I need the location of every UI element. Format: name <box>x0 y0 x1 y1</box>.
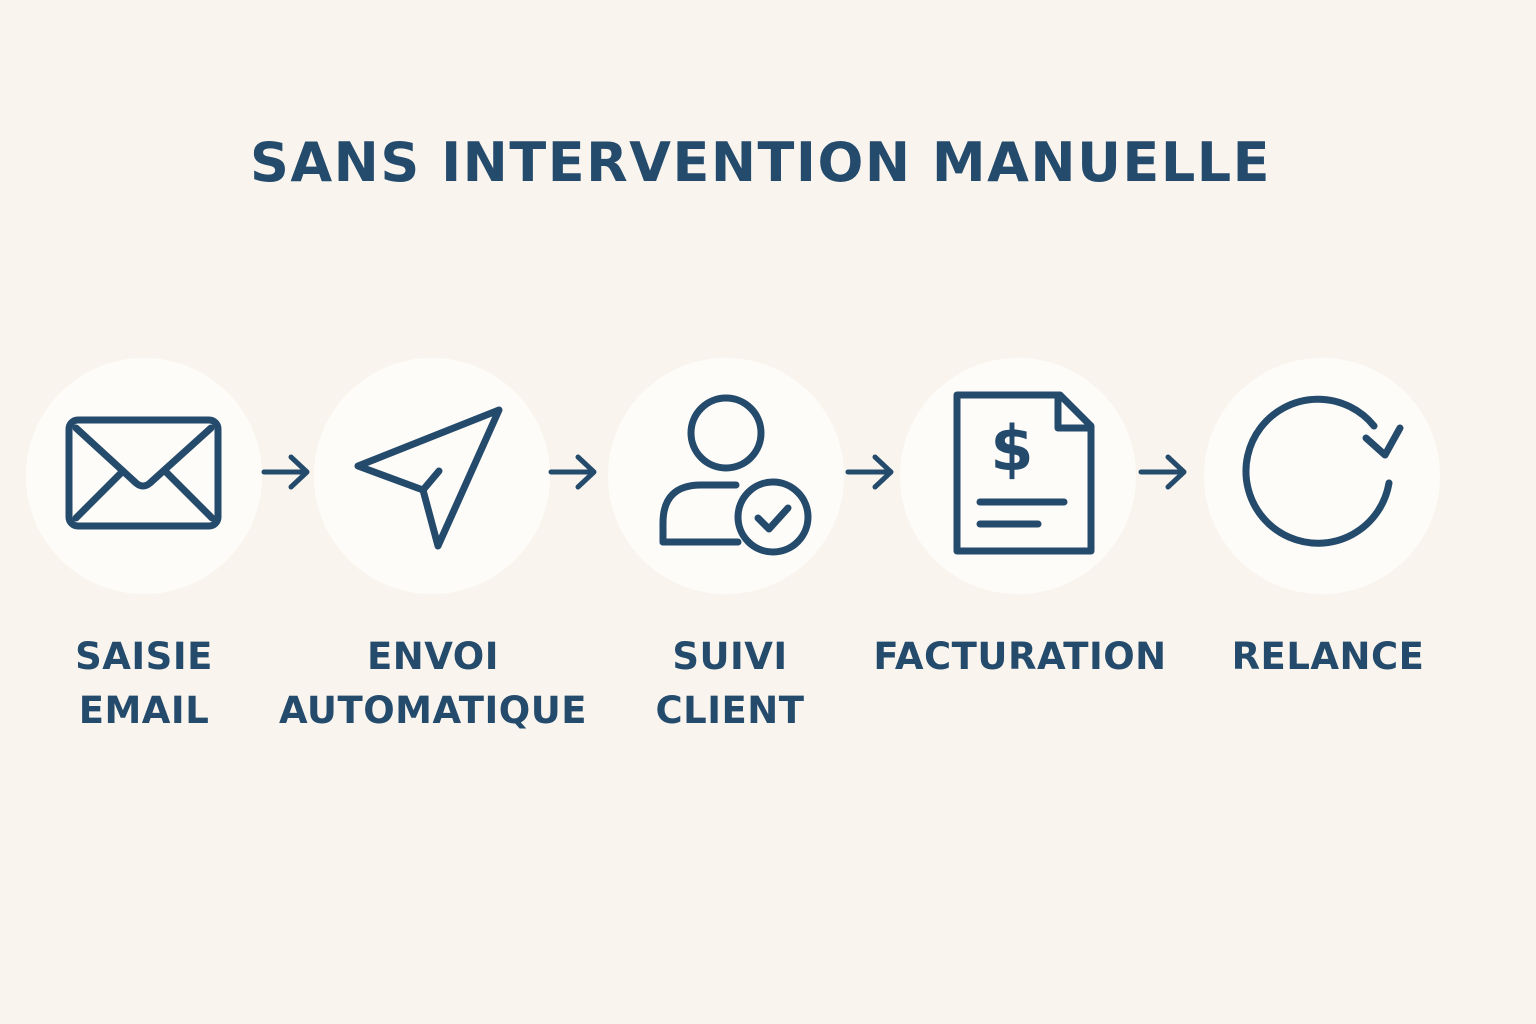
arrow-right-icon <box>548 454 597 490</box>
step-label-line: RELANCE <box>1231 635 1425 678</box>
step-label-facturation: FACTURATION <box>860 630 1180 684</box>
paper-plane-icon <box>354 406 503 550</box>
refresh-icon <box>1242 395 1404 547</box>
step-label-line: CLIENT <box>655 689 805 732</box>
step-label-relance: RELANCE <box>1168 630 1488 684</box>
step-circle-relance <box>1204 358 1440 594</box>
step-label-line: EMAIL <box>78 689 210 732</box>
step-label-line: SAISIE <box>75 635 213 678</box>
step-label-line: AUTOMATIQUE <box>278 689 588 732</box>
page-title: SANS INTERVENTION MANUELLE <box>250 131 1272 194</box>
arrow-right-icon <box>845 454 894 490</box>
arrow-right-icon <box>261 454 310 490</box>
envelope-icon <box>65 416 222 530</box>
step-label-suivi-client: SUIVI CLIENT <box>570 630 890 738</box>
step-circle-facturation: $ <box>900 358 1136 594</box>
arrow-right-icon <box>1138 454 1187 490</box>
svg-text:$: $ <box>990 412 1033 485</box>
step-circle-envoi-automatique <box>314 358 550 594</box>
step-label-line: ENVOI <box>367 635 499 678</box>
step-label-envoi-automatique: ENVOI AUTOMATIQUE <box>273 630 593 738</box>
step-label-line: FACTURATION <box>873 635 1167 678</box>
step-circle-suivi-client <box>608 358 844 594</box>
step-circle-saisie-email <box>26 358 262 594</box>
invoice-dollar-icon: $ <box>953 391 1095 555</box>
step-label-saisie-email: SAISIE EMAIL <box>0 630 304 738</box>
step-label-line: SUIVI <box>672 635 788 678</box>
user-check-icon <box>659 394 812 556</box>
